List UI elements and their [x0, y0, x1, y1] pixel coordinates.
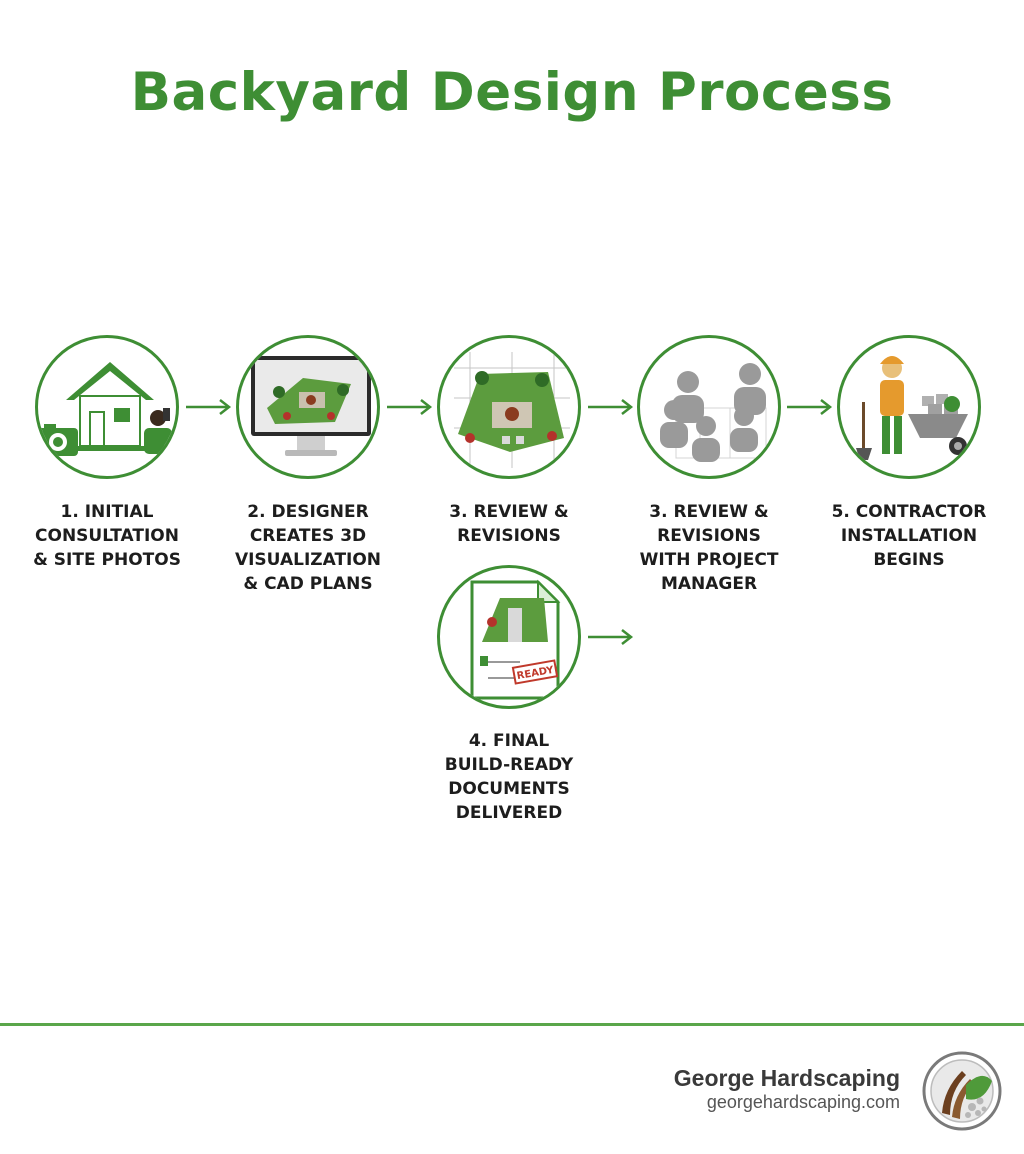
footer-divider — [0, 1023, 1024, 1026]
step-3-circle — [437, 335, 581, 479]
company-name: George Hardscaping — [673, 1065, 900, 1091]
step-1-circle — [35, 335, 179, 479]
arrow-right-icon — [588, 629, 634, 645]
house-camera-icon — [38, 362, 172, 456]
arrow-right-icon — [186, 399, 232, 415]
step-5-circle — [837, 335, 981, 479]
arrow-right-icon — [387, 399, 433, 415]
company-logo-icon — [922, 1051, 1002, 1131]
step-4-circle — [637, 335, 781, 479]
arrow-right-icon — [588, 399, 634, 415]
monitor-3d-garden-icon — [251, 356, 371, 456]
team-meeting-icon — [660, 363, 767, 462]
step-2-circle — [236, 335, 380, 479]
garden-plan-icon — [454, 352, 570, 468]
ready-document-icon: READY — [470, 579, 561, 700]
page-title: Backyard Design Process — [130, 62, 894, 123]
step-final-circle: READY — [437, 565, 581, 709]
worker-wheelbarrow-icon — [856, 356, 968, 460]
company-url[interactable]: georgehardscaping.com — [706, 1092, 900, 1112]
step-3-label: 3. REVIEW &REVISIONS — [449, 502, 569, 546]
arrow-right-icon — [787, 399, 833, 415]
